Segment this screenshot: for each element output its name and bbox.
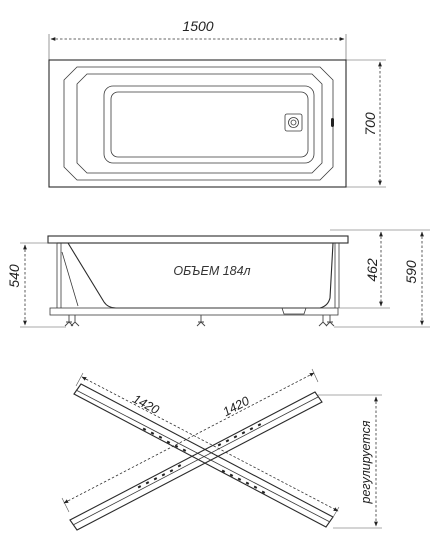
drain-inner <box>290 119 297 126</box>
frame-view: 1420 1420 регулируется <box>61 368 382 531</box>
leg-1 <box>64 315 74 327</box>
diag-a-dimension-line <box>81 376 339 512</box>
bath-rim-outline <box>48 59 347 188</box>
bath-bottom-inner <box>110 91 309 158</box>
side-rim <box>47 235 349 244</box>
frame-bar-b-inner <box>72 396 319 526</box>
side-view: ОБЪЕМ 184л 540 462 590 <box>6 229 430 328</box>
adjustable-label: регулируется <box>359 420 373 504</box>
diag-b-ext-2 <box>311 368 319 383</box>
drain-icon <box>288 117 299 128</box>
frame-bar-b-holes <box>137 423 262 489</box>
diag-b-dimension-line <box>63 372 315 504</box>
drain-plate <box>284 113 303 132</box>
frame-bar-a-holes <box>142 427 266 494</box>
leg-4 <box>318 315 328 327</box>
leg-3 <box>196 315 206 327</box>
side-drain <box>281 307 307 315</box>
length-label: 1500 <box>182 18 213 34</box>
top-view: 1500 700 <box>48 18 386 188</box>
diag-b-label: 1420 <box>221 394 252 419</box>
bath-depth-label: 462 <box>364 258 380 282</box>
frame-bar-a-inner <box>75 389 331 523</box>
max-height-label: 590 <box>403 260 419 284</box>
frame-base <box>49 307 339 316</box>
bath-top-bevel <box>63 66 334 181</box>
frame-bar-a <box>73 383 334 528</box>
overflow-hole <box>331 118 334 127</box>
bath-bottom-outer <box>103 85 315 164</box>
adjustable-legs <box>64 315 335 327</box>
leg-2 <box>70 315 80 327</box>
volume-label: ОБЪЕМ 184л <box>173 264 250 278</box>
frame-brace <box>61 251 79 307</box>
diag-a-label: 1420 <box>130 392 161 417</box>
total-height-label: 540 <box>6 264 22 288</box>
leg-5 <box>325 315 335 327</box>
diag-b-ext-1 <box>61 497 70 513</box>
width-label: 700 <box>362 112 378 136</box>
bath-inner-edge <box>76 73 323 174</box>
